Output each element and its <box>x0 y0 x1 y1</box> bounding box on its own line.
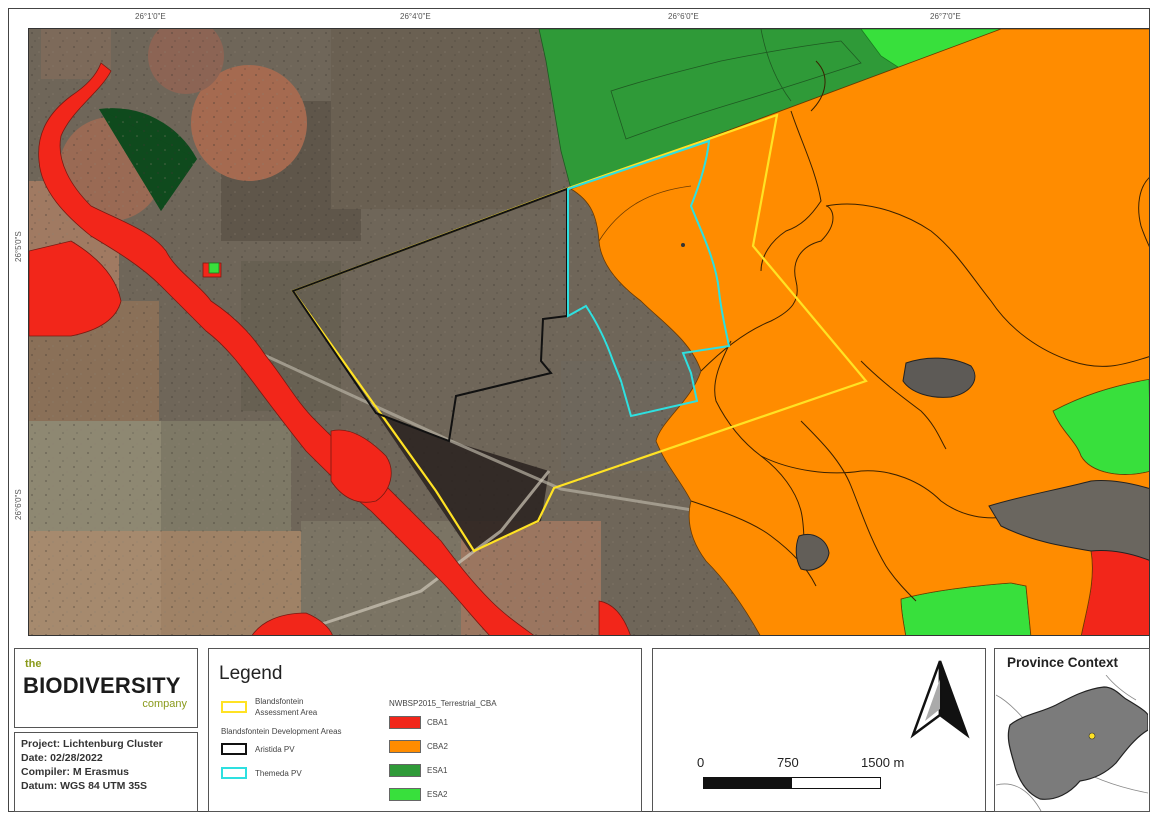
date-line: Date: 02/28/2022 <box>21 752 103 764</box>
left-coord-1: 26°5'0"S <box>14 231 23 262</box>
assessment-label-1: Blandsfontein <box>255 697 304 706</box>
top-coord-2: 26°4'0"E <box>400 12 431 21</box>
themeda-label: Themeda PV <box>255 769 302 778</box>
map-view[interactable] <box>28 28 1150 636</box>
esa2-swatch <box>389 788 421 801</box>
province-map <box>996 675 1148 811</box>
themeda-swatch <box>221 767 247 779</box>
assessment-label-2: Assessment Area <box>255 708 318 717</box>
dev-areas-label: Blandsfontein Development Areas <box>221 727 342 736</box>
compiler-line: Compiler: M Erasmus <box>21 766 129 778</box>
scale-label-0: 0 <box>697 755 705 770</box>
project-line: Project: Lichtenburg Cluster <box>21 738 163 750</box>
cba1-label: CBA1 <box>427 718 448 727</box>
logo-main: BIODIVERSITY <box>23 673 181 698</box>
logo-sub: company <box>142 698 187 710</box>
datum-line: Datum: WGS 84 UTM 35S <box>21 780 148 792</box>
cba1-areas <box>29 62 1149 635</box>
map-canvas <box>29 29 1149 635</box>
esa1-area <box>538 29 1002 190</box>
assessment-area-outline <box>291 113 868 553</box>
province-panel: Province Context <box>994 648 1150 812</box>
assessment-swatch <box>221 701 247 713</box>
cba2-area <box>570 29 1149 635</box>
legend-title: Legend <box>219 663 283 684</box>
location-marker-icon <box>1088 732 1096 740</box>
top-coord-4: 26°7'0"E <box>930 12 961 21</box>
top-coord-1: 26°1'0"E <box>135 12 166 21</box>
project-info-panel: Project: Lichtenburg Cluster Date: 02/28… <box>14 732 198 812</box>
scale-bar <box>703 777 881 789</box>
scale-label-1500: 1500 m <box>861 755 905 770</box>
logo-panel: the BIODIVERSITY company <box>14 648 198 728</box>
scale-panel: 0 750 1500 m <box>652 648 986 812</box>
esa2-label: ESA2 <box>427 790 448 799</box>
scale-bar-black-segment <box>704 778 792 788</box>
province-title: Province Context <box>1007 655 1119 670</box>
cba-group-label: NWBSP2015_Terrestrial_CBA <box>389 699 497 708</box>
logo-the: the <box>25 658 42 670</box>
cba1-swatch <box>389 716 421 729</box>
north-arrow-icon <box>910 660 970 739</box>
esa1-swatch <box>389 764 421 777</box>
aristida-swatch <box>221 743 247 755</box>
legend-panel: Legend Blandsfontein Assessment Area Bla… <box>208 648 642 812</box>
inclusions <box>681 243 1149 571</box>
top-coord-3: 26°6'0"E <box>668 12 699 21</box>
cba2-label: CBA2 <box>427 742 448 751</box>
cba2-boundaries <box>690 60 1149 602</box>
themeda-pv-outline <box>567 139 731 418</box>
scale-label-750: 750 <box>777 755 799 770</box>
dark-burn-area <box>376 413 549 553</box>
left-coord-2: 26°6'0"S <box>14 489 23 520</box>
aristida-label: Aristida PV <box>255 745 295 754</box>
cba2-swatch <box>389 740 421 753</box>
esa1-label: ESA1 <box>427 766 448 775</box>
